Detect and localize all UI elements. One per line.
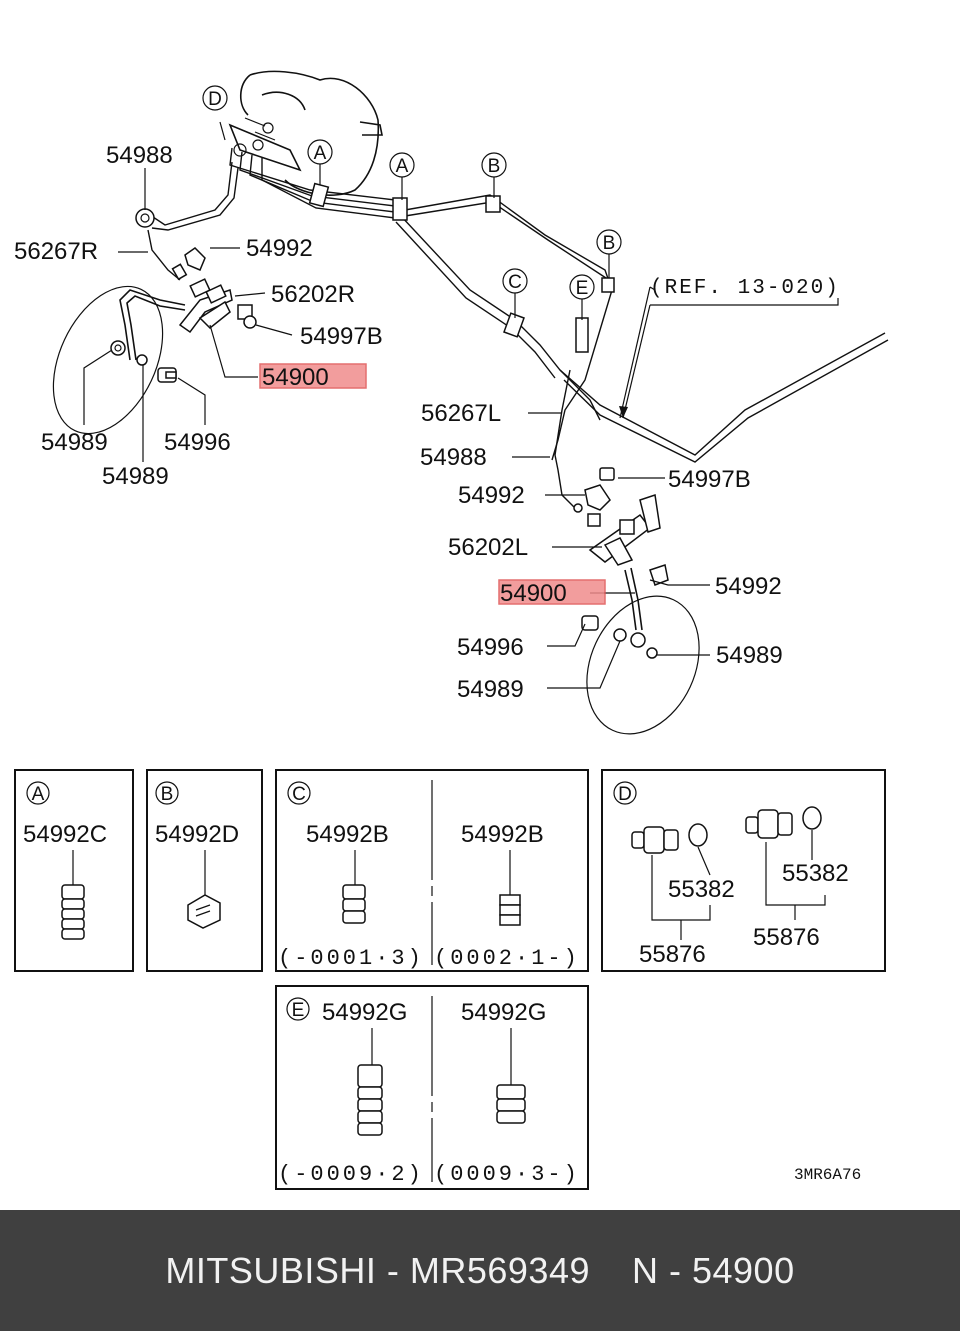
detail-d-55876-right: 55876: [753, 924, 820, 951]
circle-letter-b-1: B: [481, 152, 507, 178]
circle-letter-d-top: D: [202, 85, 228, 111]
svg-text:B: B: [603, 233, 616, 254]
circle-connectors: [319, 164, 610, 320]
detail-e-range-left: (-0009·2): [278, 1162, 424, 1187]
circle-letter-a-2: A: [389, 152, 415, 178]
footer-bar: MITSUBISHI - MR569349 N - 54900: [0, 1210, 960, 1331]
detail-b-part: 54992D: [155, 821, 239, 848]
footer-part-text: MITSUBISHI - MR569349 N - 54900: [165, 1249, 795, 1291]
callout-54988-top: 54988: [106, 142, 173, 169]
clip-54992b-new-icon: [499, 894, 521, 926]
callout-56202R: 56202R: [271, 281, 355, 308]
oring-55382-right-icon: [802, 806, 822, 830]
detail-c-range-left: (-0001·3): [278, 946, 424, 971]
detail-d-55382-right: 55382: [782, 860, 849, 887]
callout-54989-left-2: 54989: [102, 463, 169, 490]
svg-text:B: B: [488, 156, 501, 177]
svg-text:A: A: [396, 156, 409, 177]
detail-c-part-right: 54992B: [461, 821, 544, 848]
svg-text:A: A: [314, 143, 327, 164]
fitting-55876-left-icon: [631, 826, 679, 854]
circle-letter-a-1: A: [307, 139, 333, 165]
callout-54900-top: 54900: [262, 364, 329, 391]
callout-54989-left-1: 54989: [41, 429, 108, 456]
callout-54996-left: 54996: [164, 429, 231, 456]
detail-a-part: 54992C: [23, 821, 107, 848]
clip-54992c-icon: [61, 884, 85, 940]
callout-56267L: 56267L: [421, 400, 501, 427]
highlight-54900-mid: [498, 579, 606, 605]
callout-56267R: 56267R: [14, 238, 98, 265]
right-hose-assembly: [573, 467, 700, 735]
detail-box-a: A 54992C: [14, 769, 134, 972]
highlight-54900-top: [259, 363, 367, 389]
detail-e-range-right: (0009·3-): [434, 1162, 580, 1187]
clip-54992d-icon: [187, 894, 221, 929]
detail-d-55876-left: 55876: [639, 941, 706, 968]
circle-letter-e-1: E: [569, 274, 595, 300]
svg-text:C: C: [292, 784, 306, 805]
callout-54988-mid: 54988: [420, 444, 487, 471]
callout-54992-right: 54992: [715, 573, 782, 600]
detail-box-b: B 54992D: [146, 769, 263, 972]
reference-label: (REF. 13-020): [650, 277, 840, 300]
brake-pipes: [147, 147, 889, 509]
svg-text:D: D: [618, 784, 632, 805]
callout-54900-mid: 54900: [500, 580, 567, 607]
reference-arrow: [619, 298, 839, 419]
brake-line-diagram: D A A B B C E 54988 56267R 54992 56202R …: [14, 70, 889, 1190]
clip-54992g-new-icon: [496, 1084, 526, 1124]
callout-54997B-mid: 54997B: [668, 466, 751, 493]
left-hose-assembly: [52, 247, 257, 435]
detail-e-part-left: 54992G: [322, 999, 407, 1026]
brake-booster-drawing: [228, 70, 383, 196]
callout-54992-top: 54992: [246, 235, 313, 262]
callout-54997B-top: 54997B: [300, 323, 383, 350]
detail-d-55382-left: 55382: [668, 876, 735, 903]
detail-c-range-right: (0002·1-): [434, 946, 580, 971]
callout-54989-right-2: 54989: [457, 676, 524, 703]
svg-text:D: D: [208, 89, 222, 110]
detail-e-part-right: 54992G: [461, 999, 546, 1026]
callout-54989-right-1: 54989: [716, 642, 783, 669]
oring-55382-left-icon: [688, 823, 708, 847]
svg-text:E: E: [292, 1000, 305, 1021]
svg-text:A: A: [32, 784, 45, 805]
fitting-55876-right-icon: [745, 809, 793, 839]
pipe-clips: [135, 182, 615, 353]
circle-letter-b-2: B: [596, 229, 622, 255]
circle-letter-c-1: C: [502, 268, 528, 294]
detail-box-d: D 55382 55382 55876 55876: [601, 769, 886, 972]
callout-56202L: 56202L: [448, 534, 528, 561]
svg-text:E: E: [576, 278, 589, 299]
leader-lines: [83, 121, 710, 689]
figure-code: 3MR6A76: [794, 1166, 861, 1184]
detail-box-e: E 54992G 54992G (-0009·2) (0009·3-): [275, 985, 589, 1190]
callout-54992-mid: 54992: [458, 482, 525, 509]
svg-text:C: C: [508, 272, 522, 293]
callout-54996-right: 54996: [457, 634, 524, 661]
clip-54992b-old-icon: [342, 884, 366, 924]
clip-54992g-old-icon: [357, 1064, 383, 1136]
detail-c-part-left: 54992B: [306, 821, 389, 848]
detail-box-c: C 54992B 54992B (-0001·3) (0002·1-): [275, 769, 589, 972]
svg-text:B: B: [161, 784, 174, 805]
